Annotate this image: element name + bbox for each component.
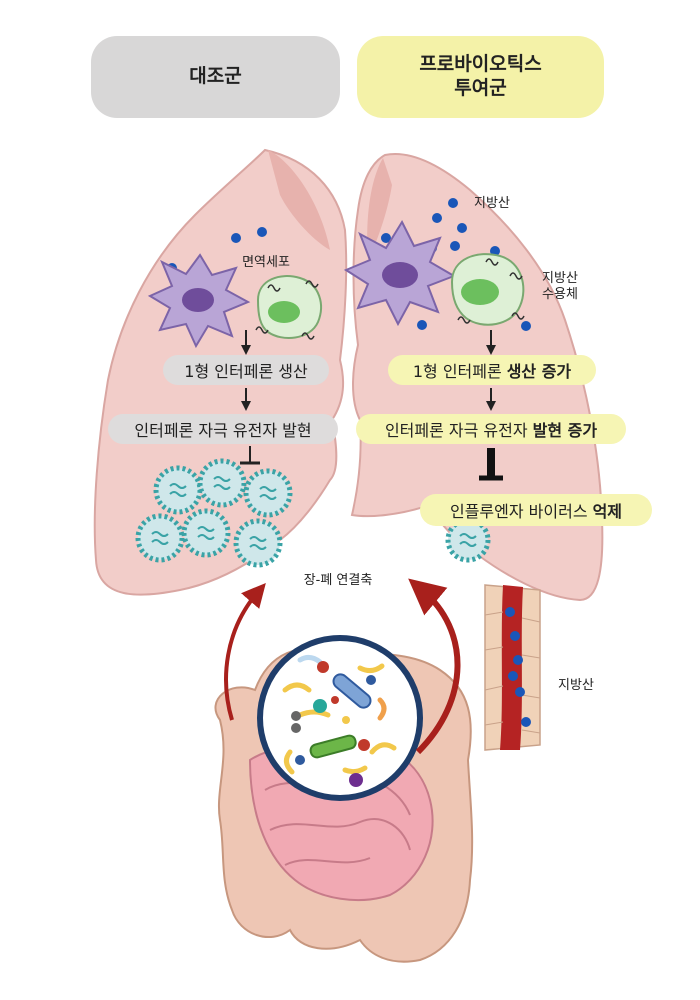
probiotics-step2-text: 인터페론 자극 유전자 bbox=[384, 421, 528, 440]
probiotics-group-title-line1: 프로바이오틱스 bbox=[419, 53, 542, 76]
fatty-acid-receptor-label: 지방산 수용체 bbox=[528, 271, 592, 304]
fatty-acid-dot bbox=[457, 223, 467, 233]
fatty-acid-dot bbox=[515, 687, 525, 697]
fatty-acid-dot bbox=[521, 717, 531, 727]
fatty-acid-label-top: 지방산 bbox=[474, 196, 510, 211]
receptor-cell-left bbox=[256, 275, 322, 339]
gut-lung-arrow-left bbox=[224, 582, 266, 721]
probiotics-step3-text: 인플루엔자 바이러스 bbox=[449, 502, 588, 521]
virus bbox=[181, 508, 231, 558]
receptor-coils-right bbox=[457, 258, 525, 324]
receptor-cell-right bbox=[450, 253, 525, 326]
virus-cluster-left bbox=[135, 458, 293, 568]
gut-lung-arrow-right bbox=[408, 578, 461, 755]
control-step-gene-expression: 인터페론 자극 유전자 발현 bbox=[108, 414, 338, 444]
virus-right bbox=[445, 517, 491, 563]
fatty-acid-dot bbox=[508, 671, 518, 681]
blood-vessel bbox=[484, 584, 541, 751]
fatty-acid-dot bbox=[521, 321, 531, 331]
control-step2-text: 인터페론 자극 유전자 발현 bbox=[134, 421, 312, 440]
fatty-acid-dot bbox=[505, 607, 515, 617]
fatty-acid-dot bbox=[513, 655, 523, 665]
fatty-acid-dot bbox=[381, 233, 391, 243]
probiotics-step3-emphasis: 억제 bbox=[592, 502, 623, 521]
virus bbox=[135, 513, 185, 563]
dendritic-cell-right bbox=[343, 219, 457, 327]
microbiome-circle bbox=[257, 635, 423, 801]
probiotics-step2-emphasis: 발현 증가 bbox=[532, 421, 598, 440]
probiotics-group-title-line2: 투여군 bbox=[454, 77, 507, 99]
virus bbox=[153, 465, 203, 515]
receptor-label-line1: 지방산 bbox=[542, 271, 578, 286]
fatty-acid-dot bbox=[510, 631, 520, 641]
probiotics-step-gene-expression: 인터페론 자극 유전자 발현 증가 bbox=[356, 414, 626, 444]
receptor-coils-left bbox=[255, 280, 319, 340]
dendritic-cell-left bbox=[147, 253, 251, 349]
control-step-interferon-production: 1형 인터페론 생산 bbox=[163, 355, 329, 385]
virus bbox=[243, 468, 293, 518]
probiotics-step-virus-suppression: 인플루엔자 바이러스 억제 bbox=[420, 494, 652, 526]
fatty-acid-dot bbox=[450, 241, 460, 251]
fatty-acid-dot bbox=[432, 213, 442, 223]
gut-lung-axis-label: 장-폐 연결축 bbox=[303, 573, 373, 588]
control-step1-text: 1형 인터페론 생산 bbox=[184, 362, 308, 381]
fatty-acid-dot bbox=[448, 198, 458, 208]
probiotics-step1-emphasis: 생산 증가 bbox=[506, 362, 572, 381]
fatty-acid-dot bbox=[231, 233, 241, 243]
probiotics-step1-text: 1형 인터페론 bbox=[412, 362, 502, 381]
probiotics-group-header: 프로바이오틱스 투여군 bbox=[357, 36, 604, 118]
virus bbox=[197, 458, 247, 508]
control-group-title: 대조군 bbox=[189, 65, 242, 88]
fatty-acid-dot bbox=[417, 320, 427, 330]
virus bbox=[445, 517, 491, 563]
vessel-fatty-acid-label: 지방산 bbox=[558, 678, 594, 693]
immune-cell-label: 면역세포 bbox=[242, 255, 290, 270]
right-lung-fold bbox=[367, 158, 392, 260]
probiotics-step-interferon-production: 1형 인터페론 생산 증가 bbox=[388, 355, 596, 385]
fatty-acid-dot bbox=[257, 227, 267, 237]
left-lung-fold bbox=[268, 150, 330, 250]
virus bbox=[233, 518, 283, 568]
control-group-header: 대조군 bbox=[91, 36, 340, 118]
receptor-label-line2: 수용체 bbox=[542, 287, 578, 303]
